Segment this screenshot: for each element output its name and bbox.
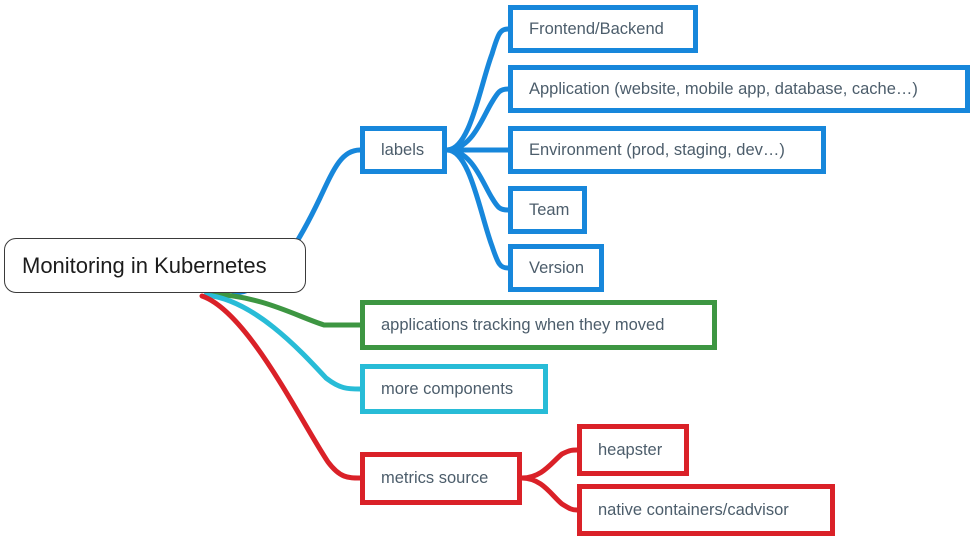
node-heapster[interactable]: heapster xyxy=(577,424,689,476)
edge-root-to-metrics-source xyxy=(199,293,363,481)
node-label-applications-tracking: applications tracking when they moved xyxy=(381,315,665,334)
node-labels[interactable]: labels xyxy=(360,126,447,174)
node-metrics-source[interactable]: metrics source xyxy=(360,452,522,505)
edge-labels-to-application xyxy=(444,86,511,153)
node-label-heapster: heapster xyxy=(598,440,663,459)
node-label-metrics-source: metrics source xyxy=(381,469,489,488)
edge-root-to-more-components xyxy=(203,292,363,392)
edge-root-to-applications-tracking xyxy=(209,291,363,328)
node-version[interactable]: Version xyxy=(508,244,604,292)
node-label-team: Team xyxy=(529,200,570,219)
node-label-environment: Environment (prod, staging, dev…) xyxy=(529,140,785,159)
node-more-components[interactable]: more components xyxy=(360,364,548,414)
node-label-application: Application (website, mobile app, databa… xyxy=(529,79,918,98)
node-label-more-components: more components xyxy=(381,379,514,398)
node-environment[interactable]: Environment (prod, staging, dev…) xyxy=(508,126,826,174)
edge-labels-to-version xyxy=(444,147,511,271)
node-label-native-containers: native containers/cadvisor xyxy=(598,500,789,519)
node-label-labels: labels xyxy=(381,140,425,159)
node-frontend-backend[interactable]: Frontend/Backend xyxy=(508,5,698,53)
edge-metrics-source-to-native-containers xyxy=(519,475,580,513)
node-application[interactable]: Application (website, mobile app, databa… xyxy=(508,65,970,113)
edge-labels-to-frontend-backend xyxy=(444,26,511,153)
edge-metrics-source-to-heapster xyxy=(519,447,580,481)
node-label-frontend-backend: Frontend/Backend xyxy=(529,19,664,38)
node-label-version: Version xyxy=(529,258,585,277)
node-applications-tracking[interactable]: applications tracking when they moved xyxy=(360,300,717,350)
edge-labels-to-team xyxy=(444,147,511,213)
node-native-containers[interactable]: native containers/cadvisor xyxy=(577,484,835,536)
node-label-root: Monitoring in Kubernetes xyxy=(22,252,267,278)
node-team[interactable]: Team xyxy=(508,186,587,234)
node-root[interactable]: Monitoring in Kubernetes xyxy=(4,238,306,293)
